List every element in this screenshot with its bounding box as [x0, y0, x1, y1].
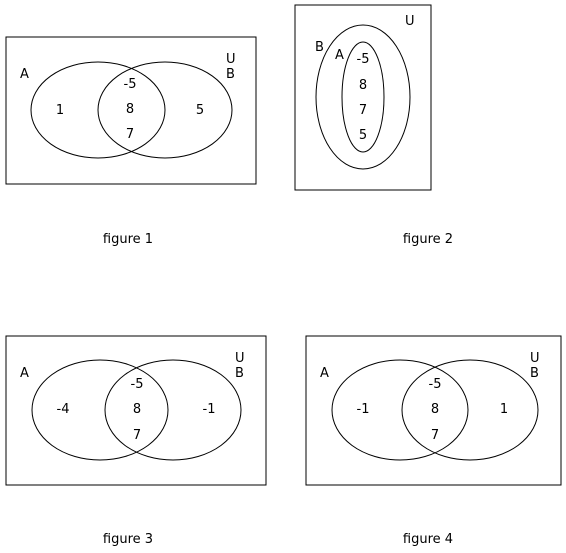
figure-2-inner-value: 5: [359, 128, 367, 143]
figure-3-set-a-circle: [31, 359, 169, 461]
figure-3-universe-box: [5, 335, 267, 486]
figure-3-only-a-value: -4: [57, 402, 70, 417]
figure-4-only-a-value: -1: [357, 402, 370, 417]
figure-4-intersection-value: -5: [429, 377, 442, 392]
figure-1-label-u: U: [226, 52, 236, 67]
figure-1-intersection-value: 8: [126, 102, 134, 117]
figure-2-set-b-circle: [315, 24, 411, 170]
figure-1-intersection-value: 7: [126, 127, 134, 142]
figure-3-label-a: A: [20, 366, 29, 381]
figure-4-intersection-value: 8: [431, 402, 439, 417]
figure-2-caption: figure 2: [403, 232, 453, 247]
figure-4: A U B -1 -5 8 7 1 figure 4: [305, 335, 562, 547]
figure-3: A U B -4 -5 8 7 -1 figure 3: [5, 335, 267, 547]
figure-3-only-b-value: -1: [203, 402, 216, 417]
figure-4-caption: figure 4: [403, 532, 453, 547]
figure-2-universe-box: [294, 4, 432, 191]
figure-4-label-u: U: [530, 351, 540, 366]
figure-2-inner-value: 8: [359, 78, 367, 93]
figure-3-label-u: U: [235, 351, 245, 366]
figure-1-only-a-value: 1: [56, 103, 64, 118]
figure-3-intersection-value: 8: [133, 402, 141, 417]
figure-2: U B A -5 8 7 5 figure 2: [294, 4, 453, 247]
figure-4-set-a-circle: [331, 359, 469, 461]
figure-3-intersection-value: -5: [131, 377, 144, 392]
figure-3-set-b-circle: [104, 359, 242, 461]
figure-1-intersection-value: -5: [124, 77, 137, 92]
figure-2-label-a: A: [335, 48, 344, 63]
figure-1: A U B 1 -5 8 7 5 figure 1: [5, 36, 257, 247]
figure-3-caption: figure 3: [103, 532, 153, 547]
figure-1-set-b-circle: [97, 61, 233, 159]
figure-1-label-a: A: [20, 67, 29, 82]
figure-1-set-a-circle: [30, 61, 166, 159]
figure-1-universe-box: [5, 36, 257, 185]
figure-2-inner-value: 7: [359, 103, 367, 118]
figure-4-universe-box: [305, 335, 562, 486]
figure-4-set-b-circle: [401, 359, 539, 461]
figure-4-only-b-value: 1: [500, 402, 508, 417]
figure-4-label-b: B: [530, 366, 539, 381]
figure-1-label-b: B: [226, 67, 235, 82]
figure-3-intersection-value: 7: [133, 428, 141, 443]
figure-2-set-a-circle: [341, 41, 385, 153]
figure-4-intersection-value: 7: [431, 428, 439, 443]
figure-1-caption: figure 1: [103, 232, 153, 247]
figure-2-label-u: U: [405, 14, 415, 29]
figure-2-label-b: B: [315, 40, 324, 55]
figure-4-label-a: A: [320, 366, 329, 381]
figure-2-inner-value: -5: [357, 52, 370, 67]
figure-1-only-b-value: 5: [196, 103, 204, 118]
figure-3-label-b: B: [235, 366, 244, 381]
